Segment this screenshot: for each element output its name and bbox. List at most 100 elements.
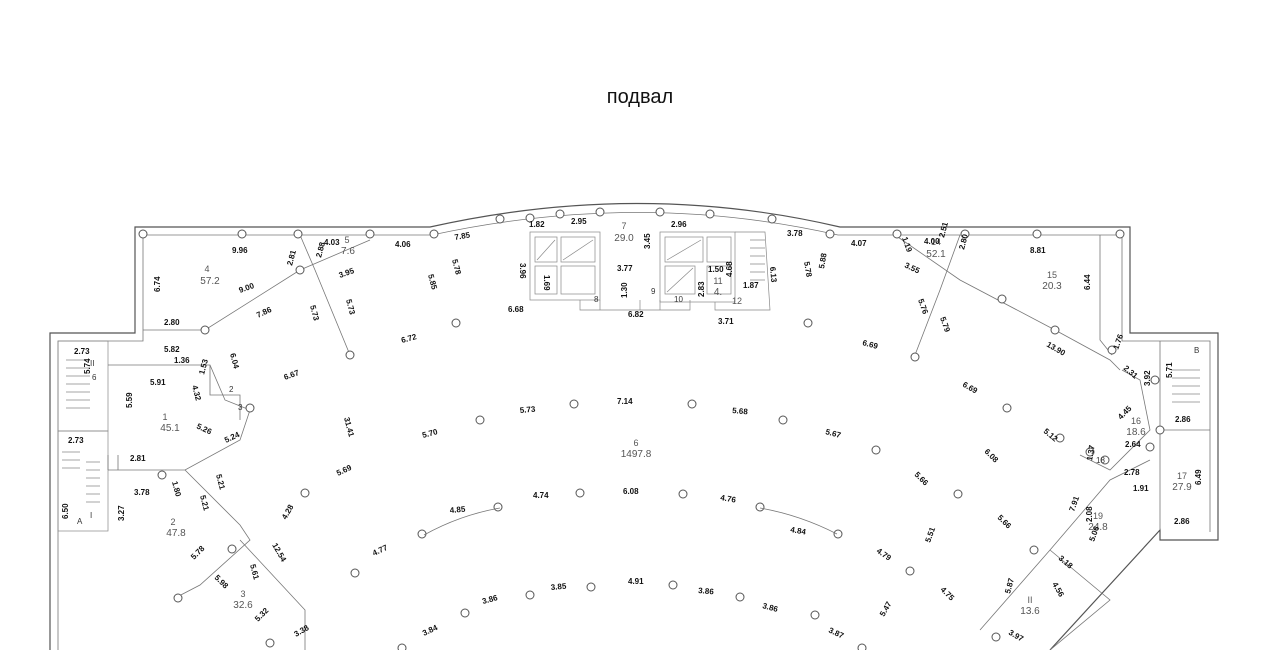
- dim-label: 3.86: [481, 593, 499, 606]
- dim-label: 2.83: [697, 281, 706, 297]
- column-marker: [295, 265, 305, 275]
- column-marker: [429, 229, 439, 239]
- plan-title: подвал: [606, 86, 674, 108]
- column-marker: [1002, 403, 1012, 413]
- room-2-area: 47.8: [166, 528, 186, 539]
- dim-label: 6.69: [961, 380, 979, 396]
- column-marker: [451, 318, 461, 328]
- dim-label: 3.78: [787, 229, 803, 238]
- dim-label: 3.71: [718, 317, 734, 326]
- column-marker: [905, 566, 915, 576]
- dim-label: 2.88: [314, 241, 327, 259]
- room-17-area: 24.8: [1088, 522, 1108, 533]
- room-7-area: 29.0: [614, 233, 634, 244]
- dim-label: 2.86: [1174, 517, 1190, 526]
- room-11-area: 4.: [714, 287, 722, 298]
- dim-label: 6.08: [983, 447, 1001, 465]
- dim-label: 6.67: [283, 368, 301, 382]
- room-12-number: 12: [732, 296, 742, 306]
- dim-label: 2.81: [130, 454, 146, 463]
- dim-label: 5.32: [253, 606, 271, 624]
- dim-label: 5.47: [878, 600, 894, 618]
- room-5-area: 7.6: [341, 246, 355, 257]
- dim-label: 5.21: [214, 473, 227, 491]
- dim-label: 5.59: [125, 392, 134, 408]
- dim-label: 3.95: [338, 266, 356, 280]
- column-marker: [991, 632, 1001, 642]
- dim-label: 3.87: [827, 626, 845, 641]
- room-13-number: 14: [931, 237, 941, 247]
- column-marker: [755, 502, 765, 512]
- dim-label: 4.32: [190, 384, 203, 402]
- stair-b-label: В: [1194, 346, 1199, 355]
- column-marker: [493, 502, 503, 512]
- dim-label: 1.80: [170, 480, 183, 498]
- dim-label: 4.79: [875, 546, 893, 563]
- column-marker: [705, 209, 715, 219]
- column-marker: [397, 643, 407, 650]
- column-marker: [265, 638, 275, 648]
- room-13-area: 52.1: [926, 249, 946, 260]
- dim-label: 5.78: [450, 258, 463, 276]
- dim-label: 2.78: [1124, 468, 1140, 477]
- dim-label: 4.84: [790, 525, 807, 537]
- room-6-number: 6: [633, 438, 638, 448]
- dim-label: 2.73: [68, 436, 84, 445]
- column-marker: [767, 214, 777, 224]
- dim-label: 4.85: [449, 505, 466, 515]
- column-marker: [1085, 447, 1095, 457]
- dim-label: 5.85: [426, 273, 439, 291]
- dim-label: 5.21: [198, 494, 211, 512]
- dim-label: 6.44: [1083, 274, 1092, 290]
- room-1-area: 45.1: [160, 423, 180, 434]
- dim-label: 5.82: [164, 345, 180, 354]
- column-marker: [825, 229, 835, 239]
- dim-label: 7.14: [617, 397, 633, 406]
- room-15-number: 16: [1131, 416, 1141, 426]
- column-marker: [833, 529, 843, 539]
- dimension-labels: 9.96 6.74 2.80 9.00 2.81 2.88 4.03 3.95 …: [61, 217, 1203, 644]
- dim-label: 4.56: [1050, 581, 1066, 599]
- room-labels: 1 45.1 2 47.8 3 32.6 4 57.2 5 7.6 6 1497…: [77, 221, 1199, 617]
- dim-label: 5.78: [189, 544, 207, 562]
- small-room-10: 10: [674, 295, 683, 304]
- column-marker: [525, 213, 535, 223]
- dim-label: 1.53: [197, 358, 210, 376]
- column-marker: [1115, 229, 1125, 239]
- dim-label: 9.00: [238, 281, 256, 295]
- dim-label: 6.49: [1194, 469, 1203, 485]
- room-11-number: 11: [713, 276, 722, 286]
- dim-label: 1.87: [743, 281, 759, 290]
- dim-label: 3.86: [698, 586, 715, 596]
- column-marker: [960, 229, 970, 239]
- column-marker: [803, 318, 813, 328]
- column-marker: [668, 580, 678, 590]
- dim-label: 5.76: [916, 298, 930, 316]
- dim-label: 6.08: [623, 487, 639, 496]
- dim-label: 4.07: [851, 239, 867, 248]
- inner-arc-right: [759, 507, 838, 535]
- stair-a-label: А: [77, 517, 83, 526]
- dim-label: 5.98: [213, 573, 231, 591]
- dim-label: 5.74: [83, 358, 92, 374]
- dim-label: 5.73: [519, 405, 536, 415]
- column-marker: [569, 399, 579, 409]
- column-marker: [1155, 425, 1165, 435]
- dim-label: 5.70: [421, 427, 439, 440]
- dim-label: 5.78: [802, 261, 814, 278]
- dim-label: 7.86: [255, 305, 273, 320]
- left-stair-block: [57, 340, 109, 532]
- dim-label: 3.86: [761, 601, 779, 614]
- left-rooms: [107, 234, 371, 650]
- column-marker: [300, 488, 310, 498]
- dim-label: 2.08: [1085, 506, 1094, 522]
- room-16-number: 17: [1177, 471, 1187, 481]
- column-marker: [575, 488, 585, 498]
- room-17-number: 19: [1093, 511, 1103, 521]
- column-marker: [910, 352, 920, 362]
- dim-label: 6.04: [228, 352, 241, 370]
- stair-two-label: II: [90, 359, 94, 368]
- dim-label: 1.37: [1085, 444, 1097, 461]
- room-19-area: 13.6: [1020, 606, 1040, 617]
- column-marker: [227, 544, 237, 554]
